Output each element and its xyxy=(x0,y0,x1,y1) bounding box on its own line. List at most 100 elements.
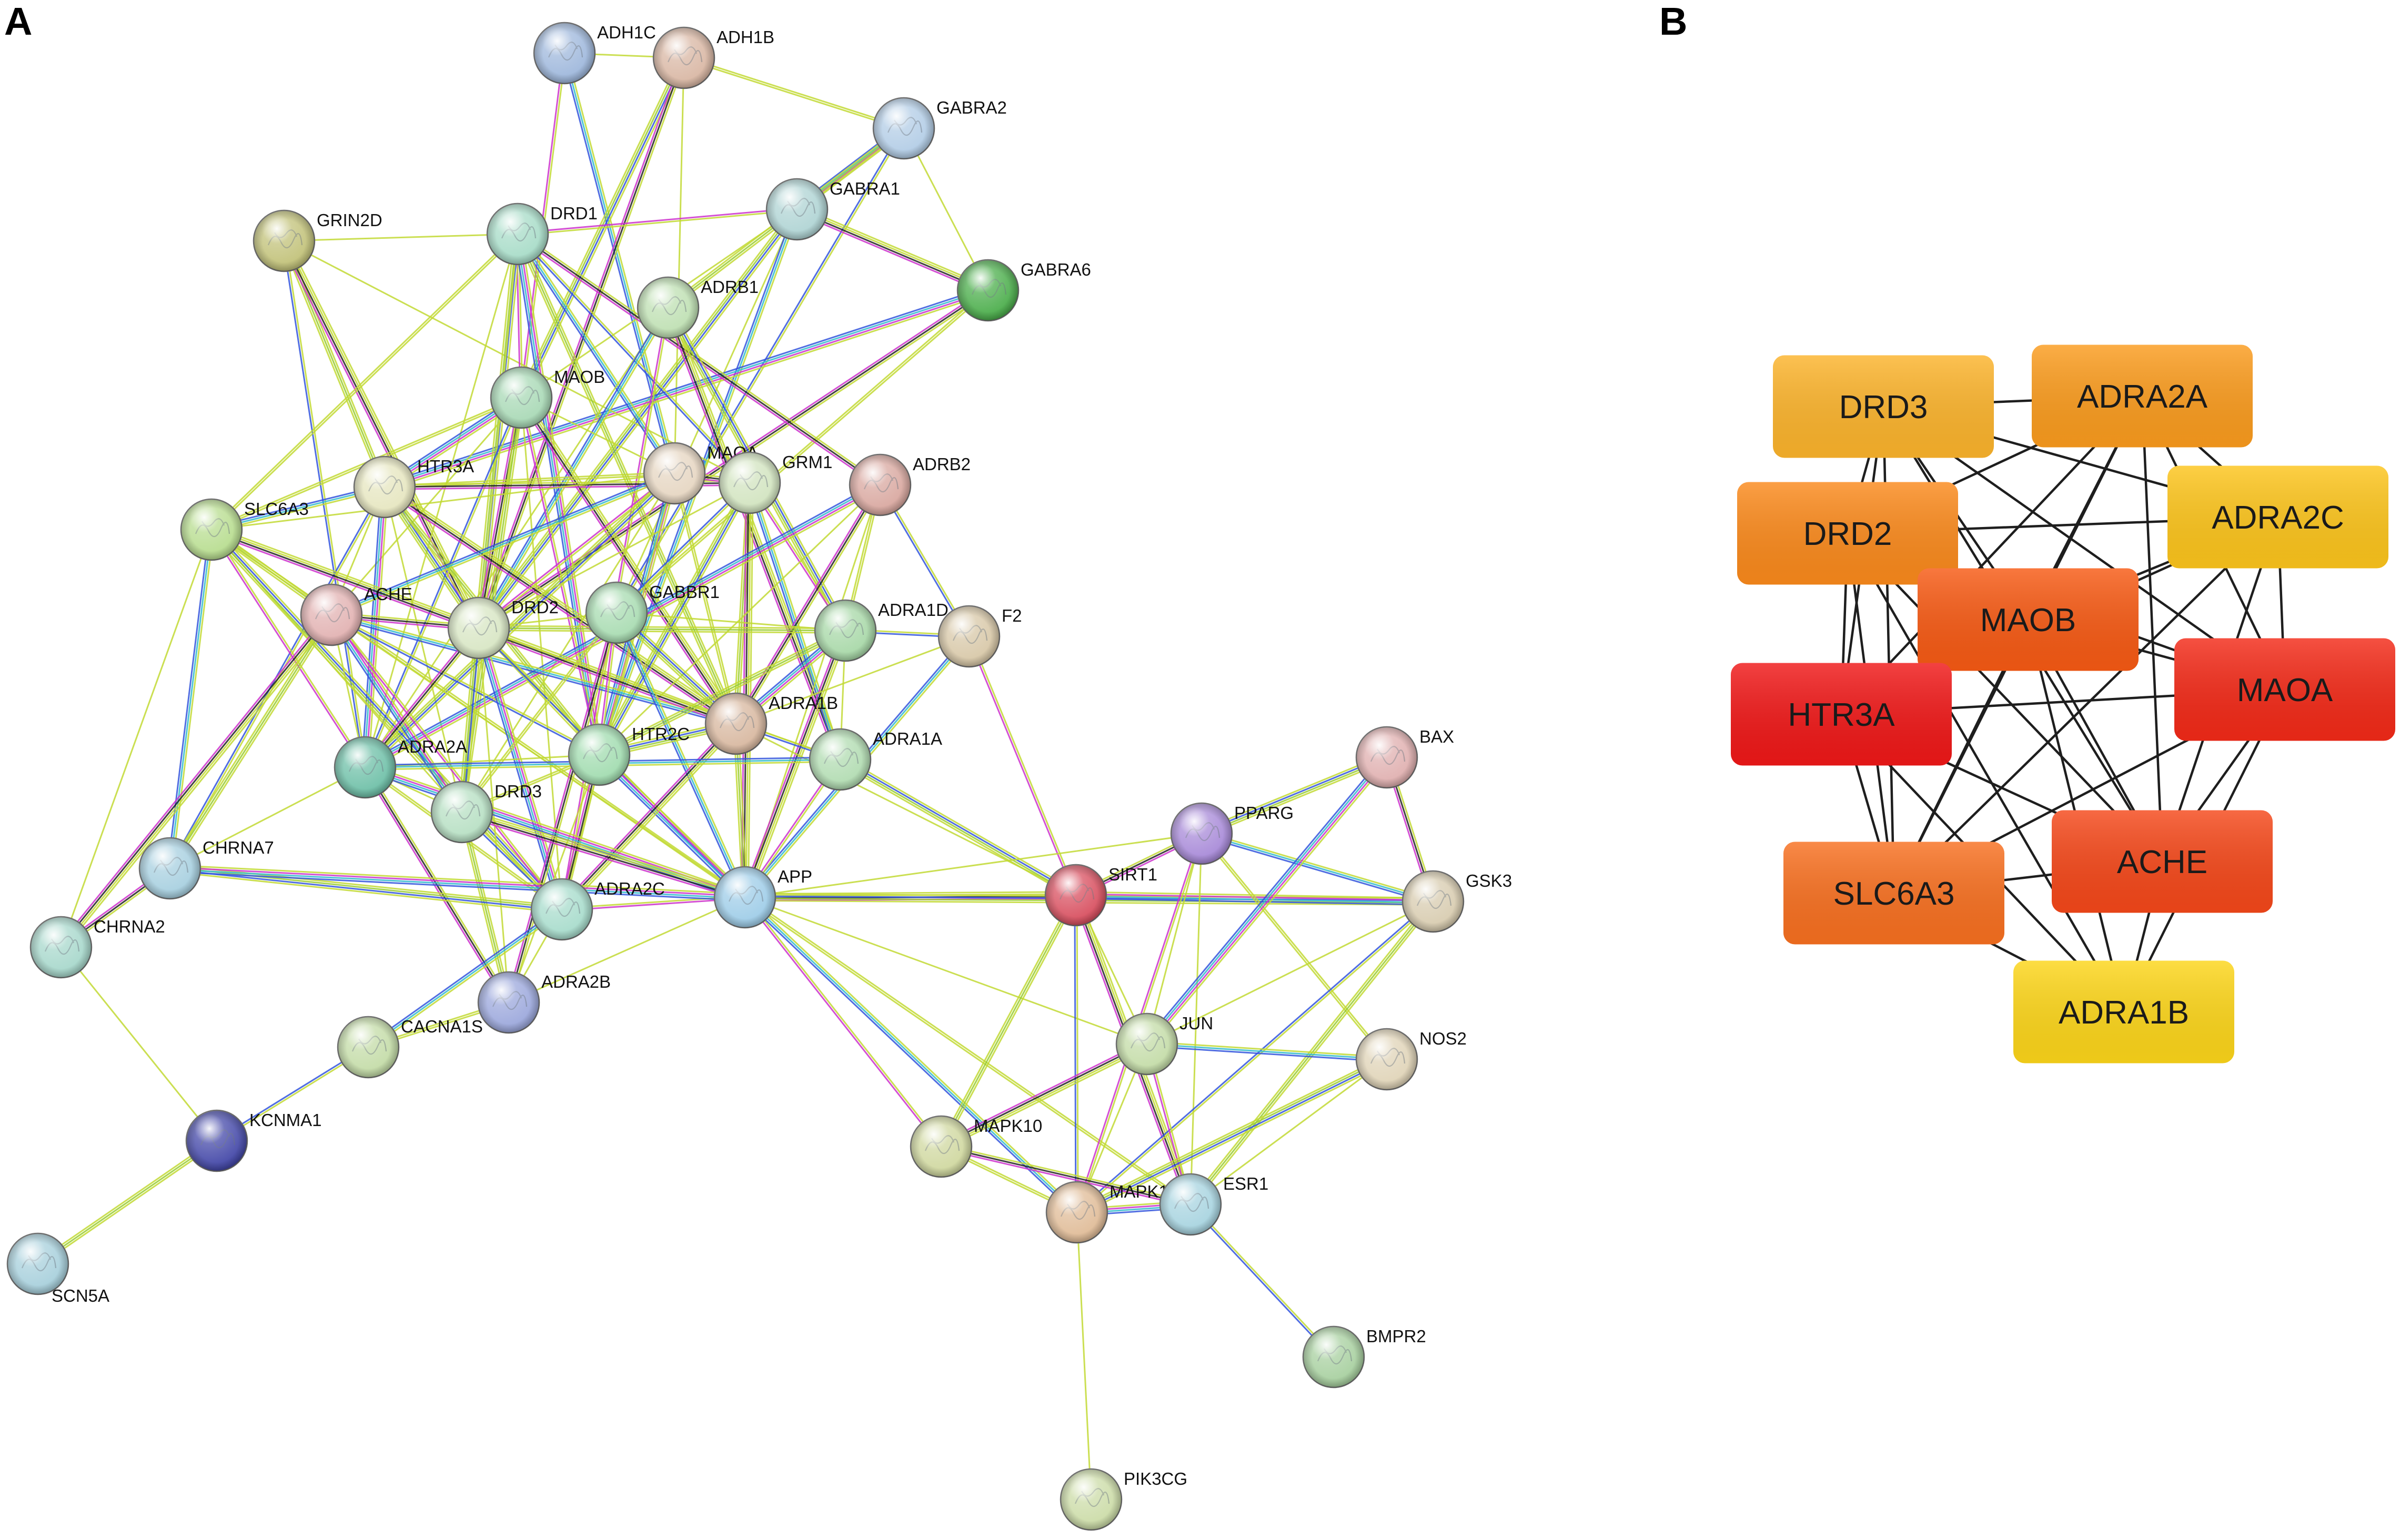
edge-ache-adra1b xyxy=(330,612,737,727)
node-scn5a[interactable]: SCN5A xyxy=(6,1232,109,1305)
edge-mapk14-pik3cg xyxy=(1076,1212,1092,1500)
node-label: PPARG xyxy=(1234,803,1294,823)
hub-node-htr3a[interactable]: HTR3A xyxy=(1731,663,1952,766)
edge-bax-jun xyxy=(1144,754,1390,1047)
node-label: BAX xyxy=(1419,727,1454,746)
node-adh1b[interactable]: ADH1B xyxy=(652,26,774,89)
node-label: ADRB2 xyxy=(913,454,971,474)
node-esr1[interactable]: ESR1 xyxy=(1159,1173,1268,1236)
node-highlight xyxy=(338,1017,399,1078)
node-kcnma1[interactable]: KCNMA1 xyxy=(185,1109,322,1172)
node-sirt1[interactable]: SIRT1 xyxy=(1044,864,1157,927)
node-highlight xyxy=(139,838,200,899)
node-ache[interactable]: ACHE xyxy=(300,583,412,646)
node-adra1d[interactable]: ADRA1D xyxy=(814,599,949,662)
hub-node-maob[interactable]: MAOB xyxy=(1918,568,2139,671)
edge-adra2a-htr3a xyxy=(1840,395,2143,715)
node-drd2[interactable]: DRD2 xyxy=(447,596,559,660)
edge-gabra1-drd1 xyxy=(517,207,798,236)
node-bmpr2[interactable]: BMPR2 xyxy=(1302,1325,1426,1389)
hub-node-drd3[interactable]: DRD3 xyxy=(1773,355,1994,458)
node-adra2b[interactable]: ADRA2B xyxy=(477,971,611,1034)
hub-node-slc6a3[interactable]: SLC6A3 xyxy=(1783,842,2004,945)
node-maoa[interactable]: MAOA xyxy=(643,442,758,505)
edge-adra1d-htr2c xyxy=(598,627,847,758)
edge-pparg-gsk3 xyxy=(1201,830,1434,905)
node-bax[interactable]: BAX xyxy=(1355,726,1454,789)
node-cacna1s[interactable]: CACNA1S xyxy=(337,1016,483,1079)
node-adra2c[interactable]: ADRA2C xyxy=(530,878,665,941)
node-label: KCNMA1 xyxy=(249,1110,322,1130)
edge-gabbr1-drd3 xyxy=(460,611,618,814)
edge-adra2c-cacna1s xyxy=(366,907,564,1050)
node-gabbr1[interactable]: GABBR1 xyxy=(585,581,720,644)
edge-maoa-drd3 xyxy=(461,473,675,813)
node-gabra6[interactable]: GABRA6 xyxy=(956,259,1091,322)
edge-app-esr1 xyxy=(743,896,1192,1206)
node-chrna2[interactable]: CHRNA2 xyxy=(29,916,165,979)
node-chrna7[interactable]: CHRNA7 xyxy=(138,837,274,900)
node-grin2d[interactable]: GRIN2D xyxy=(253,209,382,272)
hub-node-adra1b[interactable]: ADRA1B xyxy=(2013,960,2234,1063)
hub-node-drd2[interactable]: DRD2 xyxy=(1737,482,1958,585)
edge-drd1-slc6a3 xyxy=(210,232,519,531)
node-drd1[interactable]: DRD1 xyxy=(486,202,598,266)
node-grm1[interactable]: GRM1 xyxy=(718,451,832,514)
node-label: MAOB xyxy=(554,367,605,387)
node-jun[interactable]: JUN xyxy=(1115,1012,1213,1076)
node-label: DRD1 xyxy=(550,204,598,223)
node-drd3[interactable]: DRD3 xyxy=(430,781,542,844)
node-highlight xyxy=(569,724,630,785)
node-highlight xyxy=(714,867,775,928)
node-label: DRD2 xyxy=(511,597,559,617)
node-gabra1[interactable]: GABRA1 xyxy=(765,178,900,241)
node-highlight xyxy=(911,1116,972,1177)
hub-node-gloss xyxy=(1783,842,2004,945)
edge-mapk10-esr1 xyxy=(940,1143,1192,1208)
edge-adra2a-chrna7 xyxy=(169,766,366,869)
node-adrb2[interactable]: ADRB2 xyxy=(849,453,971,516)
node-highlight xyxy=(478,972,539,1033)
node-highlight xyxy=(531,879,592,940)
node-highlight xyxy=(957,260,1019,321)
node-adra1a[interactable]: ADRA1A xyxy=(809,728,942,791)
node-adra1b[interactable]: ADRA1B xyxy=(704,692,838,755)
node-htr3a[interactable]: HTR3A xyxy=(353,455,474,519)
node-f2[interactable]: F2 xyxy=(937,605,1022,668)
node-slc6a3[interactable]: SLC6A3 xyxy=(180,498,309,561)
hub-node-adra2c[interactable]: ADRA2C xyxy=(2167,465,2388,569)
node-highlight xyxy=(638,277,699,338)
edge-drd3-app xyxy=(460,808,747,901)
hub-node-label: DRD2 xyxy=(1803,516,1892,552)
node-adra2a[interactable]: ADRA2A xyxy=(334,736,467,799)
node-nos2[interactable]: NOS2 xyxy=(1355,1028,1467,1091)
node-highlight xyxy=(31,917,92,978)
node-gabra2[interactable]: GABRA2 xyxy=(872,97,1007,160)
node-highlight xyxy=(850,454,911,515)
node-mapk14[interactable]: MAPK14 xyxy=(1045,1181,1178,1244)
edge-drd3-adra2b xyxy=(459,811,512,1004)
node-highlight xyxy=(1356,727,1417,788)
node-highlight xyxy=(181,499,242,560)
node-highlight xyxy=(487,204,548,265)
node-pik3cg[interactable]: PIK3CG xyxy=(1060,1468,1187,1531)
hub-node-adra2a[interactable]: ADRA2A xyxy=(2032,345,2253,448)
node-htr2c[interactable]: HTR2C xyxy=(568,723,690,786)
node-gsk3[interactable]: GSK3 xyxy=(1401,870,1512,933)
node-pparg[interactable]: PPARG xyxy=(1170,802,1294,865)
node-highlight xyxy=(1356,1029,1417,1090)
node-app[interactable]: APP xyxy=(713,866,812,929)
node-adh1c[interactable]: ADH1C xyxy=(533,22,656,85)
hub-node-label: ACHE xyxy=(2117,844,2207,880)
node-adrb1[interactable]: ADRB1 xyxy=(637,276,759,339)
hub-node-ache[interactable]: ACHE xyxy=(2052,810,2273,913)
node-highlight xyxy=(1303,1326,1364,1387)
edge-adra1d-app xyxy=(741,629,850,899)
hub-node-maoa[interactable]: MAOA xyxy=(2174,638,2395,741)
node-maob[interactable]: MAOB xyxy=(490,366,605,429)
node-mapk10[interactable]: MAPK10 xyxy=(910,1115,1042,1178)
hub-node-gloss xyxy=(1737,482,1958,585)
edge-gsk3-jun xyxy=(1146,900,1434,1045)
